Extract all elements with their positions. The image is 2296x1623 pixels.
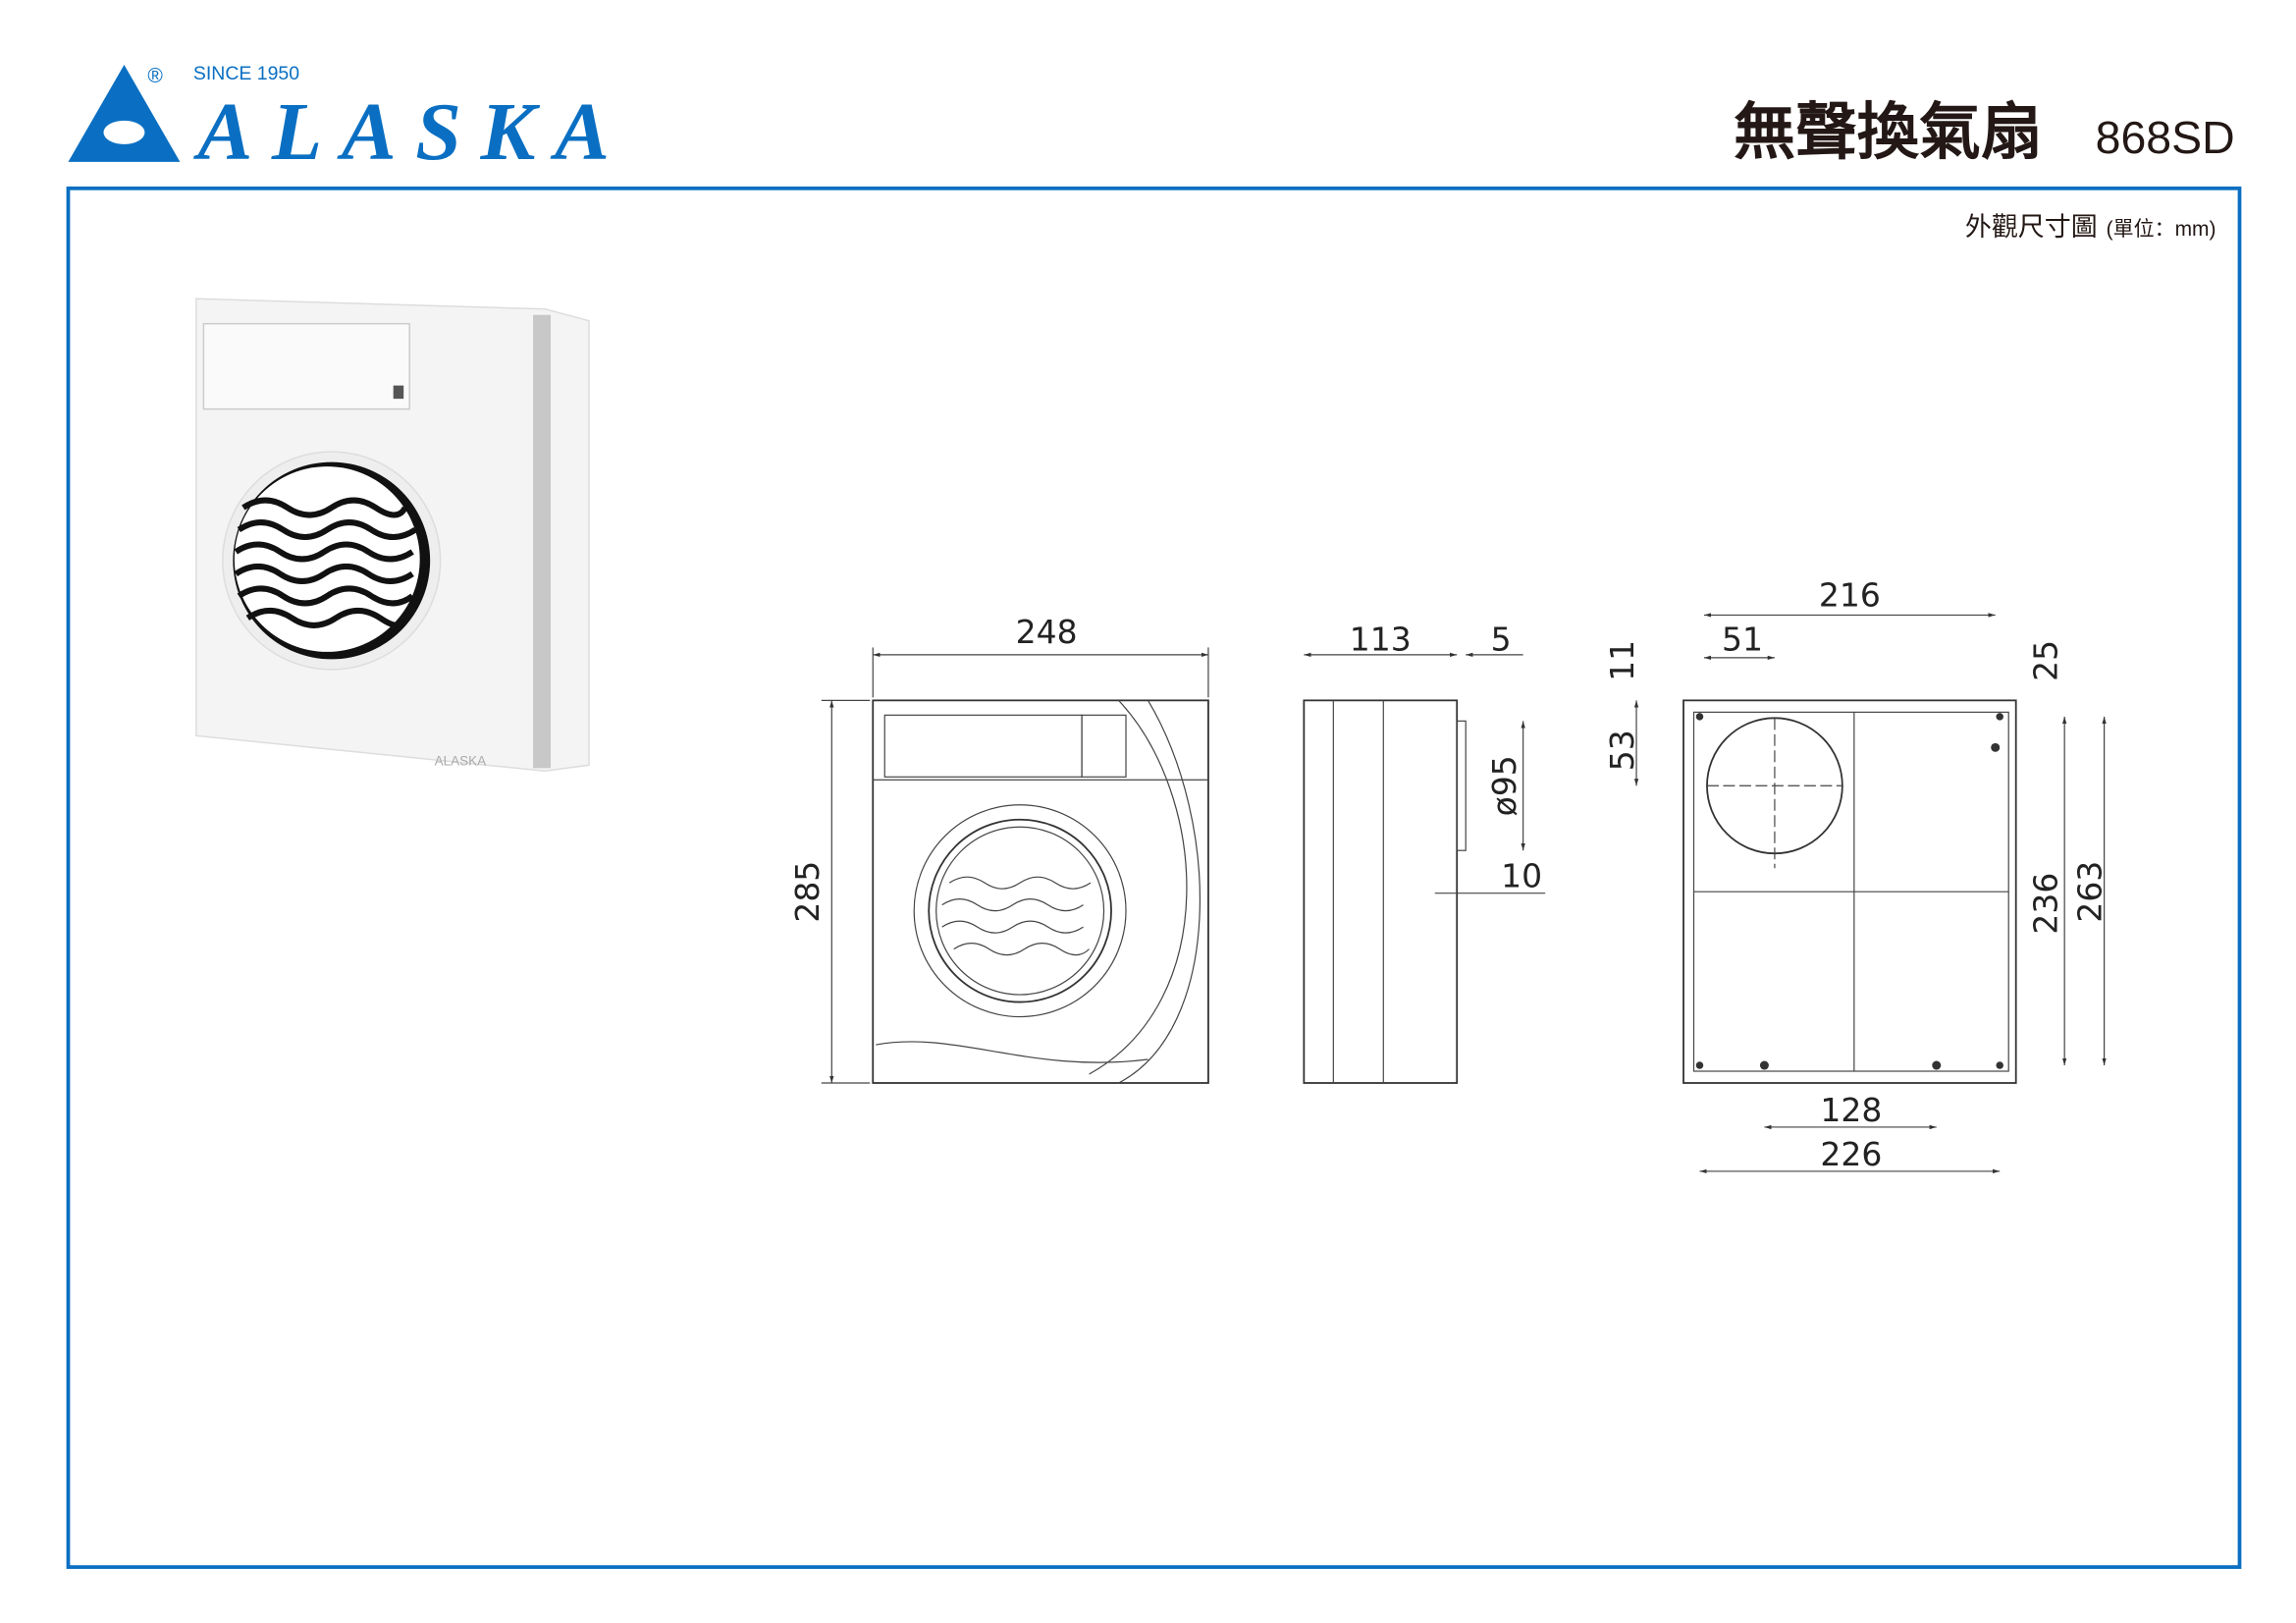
dim-offset-top: 11 <box>1603 640 1641 681</box>
model-number: 868SD <box>2096 112 2235 163</box>
dim-top-width: 216 <box>1819 575 1881 614</box>
dim-offset-x: 51 <box>1722 620 1763 658</box>
back-view: 216 51 11 53 25 236 263 128 226 <box>1603 575 2109 1174</box>
dim-flange: 5 <box>1491 620 1512 658</box>
dim-offset-y: 53 <box>1603 730 1641 771</box>
product-title: 無聲換氣扇 <box>1734 98 2043 167</box>
dim-width: 248 <box>1016 613 1078 651</box>
registered-mark: ® <box>147 65 163 87</box>
caption: 外觀尺寸圖(單位：mm) <box>1965 212 2216 242</box>
dim-outer-height: 263 <box>2071 861 2109 923</box>
side-view: 113 5 ø95 10 <box>1303 620 1546 1084</box>
alaska-logo: ® SINCE 1950 ALASKA <box>68 63 610 178</box>
dim-bottom-width: 226 <box>1820 1135 1882 1173</box>
product-photo: ALASKA <box>195 298 590 773</box>
dim-right-top: 25 <box>2027 640 2065 681</box>
dim-duct-diameter: ø95 <box>1485 755 1523 816</box>
brand-name: ALASKA <box>192 86 610 178</box>
dim-duct-depth: 10 <box>1501 857 1542 895</box>
dim-depth: 113 <box>1350 620 1412 658</box>
content-frame <box>66 186 2242 1569</box>
dim-hole-spacing: 128 <box>1820 1091 1882 1129</box>
front-view: 248 285 <box>788 613 1209 1084</box>
photo-brand-mark: ALASKA <box>435 753 486 768</box>
dim-inner-height: 236 <box>2027 873 2065 935</box>
since-label: SINCE 1950 <box>193 63 299 84</box>
polar-bear-triangle-icon <box>68 64 181 162</box>
dim-height: 285 <box>788 861 827 923</box>
